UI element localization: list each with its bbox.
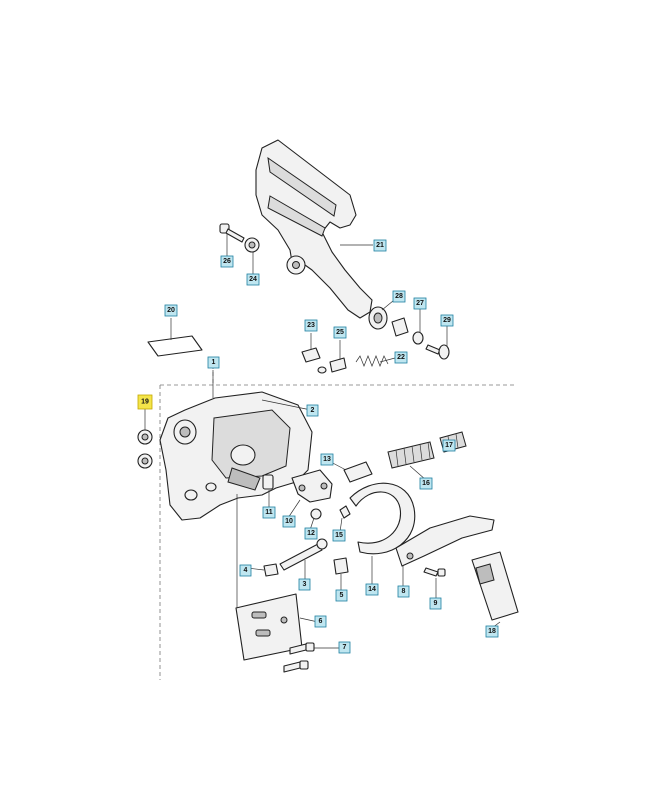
callout-27[interactable]: 27 xyxy=(413,297,427,310)
tensioner-screw xyxy=(262,474,274,490)
callout-19[interactable]: 19 xyxy=(137,394,153,410)
brake-pin xyxy=(301,347,321,363)
svg-text:23: 23 xyxy=(307,322,315,329)
svg-text:6: 6 xyxy=(319,618,323,625)
svg-text:10: 10 xyxy=(285,518,293,525)
lever-spring-pin xyxy=(310,508,322,520)
svg-text:14: 14 xyxy=(368,586,376,593)
handle-washer xyxy=(244,237,260,253)
callout-12[interactable]: 12 xyxy=(304,527,318,540)
bar-nuts xyxy=(137,429,153,469)
callout-20[interactable]: 20 xyxy=(164,304,178,317)
callout-16[interactable]: 16 xyxy=(419,477,433,490)
callout-24[interactable]: 24 xyxy=(246,273,260,286)
svg-text:27: 27 xyxy=(416,300,424,307)
svg-text:22: 22 xyxy=(397,354,405,361)
callout-23[interactable]: 23 xyxy=(304,319,318,332)
chain-guard xyxy=(471,551,519,621)
svg-text:17: 17 xyxy=(445,442,453,449)
svg-text:25: 25 xyxy=(336,329,344,336)
side-plate xyxy=(235,593,303,661)
callout-4[interactable]: 4 xyxy=(239,564,252,577)
svg-text:28: 28 xyxy=(395,293,403,300)
svg-text:29: 29 xyxy=(443,317,451,324)
callout-1[interactable]: 1 xyxy=(207,356,220,369)
small-washer xyxy=(412,331,424,345)
callout-26[interactable]: 26 xyxy=(220,255,234,268)
brake-spring xyxy=(387,441,435,469)
svg-text:26: 26 xyxy=(223,258,231,265)
callout-9[interactable]: 9 xyxy=(429,597,442,610)
detent-spring xyxy=(355,355,389,367)
callout-13[interactable]: 13 xyxy=(320,453,334,466)
svg-text:5: 5 xyxy=(340,592,344,599)
callout-10[interactable]: 10 xyxy=(282,515,296,528)
callout-21[interactable]: 21 xyxy=(373,239,387,252)
brake-bracket xyxy=(395,515,495,567)
callout-3[interactable]: 3 xyxy=(298,578,311,591)
callout-8[interactable]: 8 xyxy=(397,585,410,598)
callout-6[interactable]: 6 xyxy=(314,615,327,628)
detent-plug xyxy=(317,357,347,374)
callout-25[interactable]: 25 xyxy=(333,326,347,339)
svg-text:19: 19 xyxy=(141,399,149,406)
callout-17[interactable]: 17 xyxy=(442,439,456,452)
brake-lever xyxy=(291,469,333,503)
svg-text:18: 18 xyxy=(488,628,496,635)
bracket-screw xyxy=(423,567,446,577)
svg-text:8: 8 xyxy=(402,588,406,595)
svg-text:16: 16 xyxy=(422,480,430,487)
brake-latch xyxy=(343,461,373,483)
svg-text:1: 1 xyxy=(212,359,216,366)
long-bolt xyxy=(279,538,328,571)
svg-text:2: 2 xyxy=(311,407,315,414)
svg-text:13: 13 xyxy=(323,456,331,463)
svg-text:24: 24 xyxy=(249,276,257,283)
handle-bolt xyxy=(425,344,450,360)
callout-15[interactable]: 15 xyxy=(332,529,346,542)
svg-text:15: 15 xyxy=(335,532,343,539)
sleeve-nut xyxy=(333,557,349,575)
callout-2[interactable]: 2 xyxy=(306,404,319,417)
callout-29[interactable]: 29 xyxy=(440,314,454,327)
small-pin xyxy=(339,505,351,519)
callout-labels: 1 2 3 4 5 6 7 8 9 10 11 12 13 14 15 16 1… xyxy=(137,239,499,654)
brake-band xyxy=(349,482,416,555)
callout-11[interactable]: 11 xyxy=(262,506,276,519)
callout-18[interactable]: 18 xyxy=(485,625,499,638)
clutch-cover xyxy=(159,391,313,521)
plate-screws xyxy=(283,642,315,673)
decal xyxy=(147,335,203,357)
svg-text:4: 4 xyxy=(244,567,248,574)
callout-5[interactable]: 5 xyxy=(335,589,348,602)
spacer-nut xyxy=(263,563,279,577)
svg-text:11: 11 xyxy=(265,509,273,516)
chain-brake-handle xyxy=(255,139,388,330)
callout-14[interactable]: 14 xyxy=(365,583,379,596)
svg-text:9: 9 xyxy=(434,600,438,607)
svg-text:20: 20 xyxy=(167,307,175,314)
callout-22[interactable]: 22 xyxy=(394,351,408,364)
handle-screw xyxy=(219,223,245,243)
bushing xyxy=(391,317,409,337)
svg-text:21: 21 xyxy=(376,242,384,249)
callout-7[interactable]: 7 xyxy=(338,641,351,654)
svg-text:12: 12 xyxy=(307,530,315,537)
svg-text:7: 7 xyxy=(343,644,347,651)
svg-text:3: 3 xyxy=(303,581,307,588)
callout-28[interactable]: 28 xyxy=(392,290,406,303)
